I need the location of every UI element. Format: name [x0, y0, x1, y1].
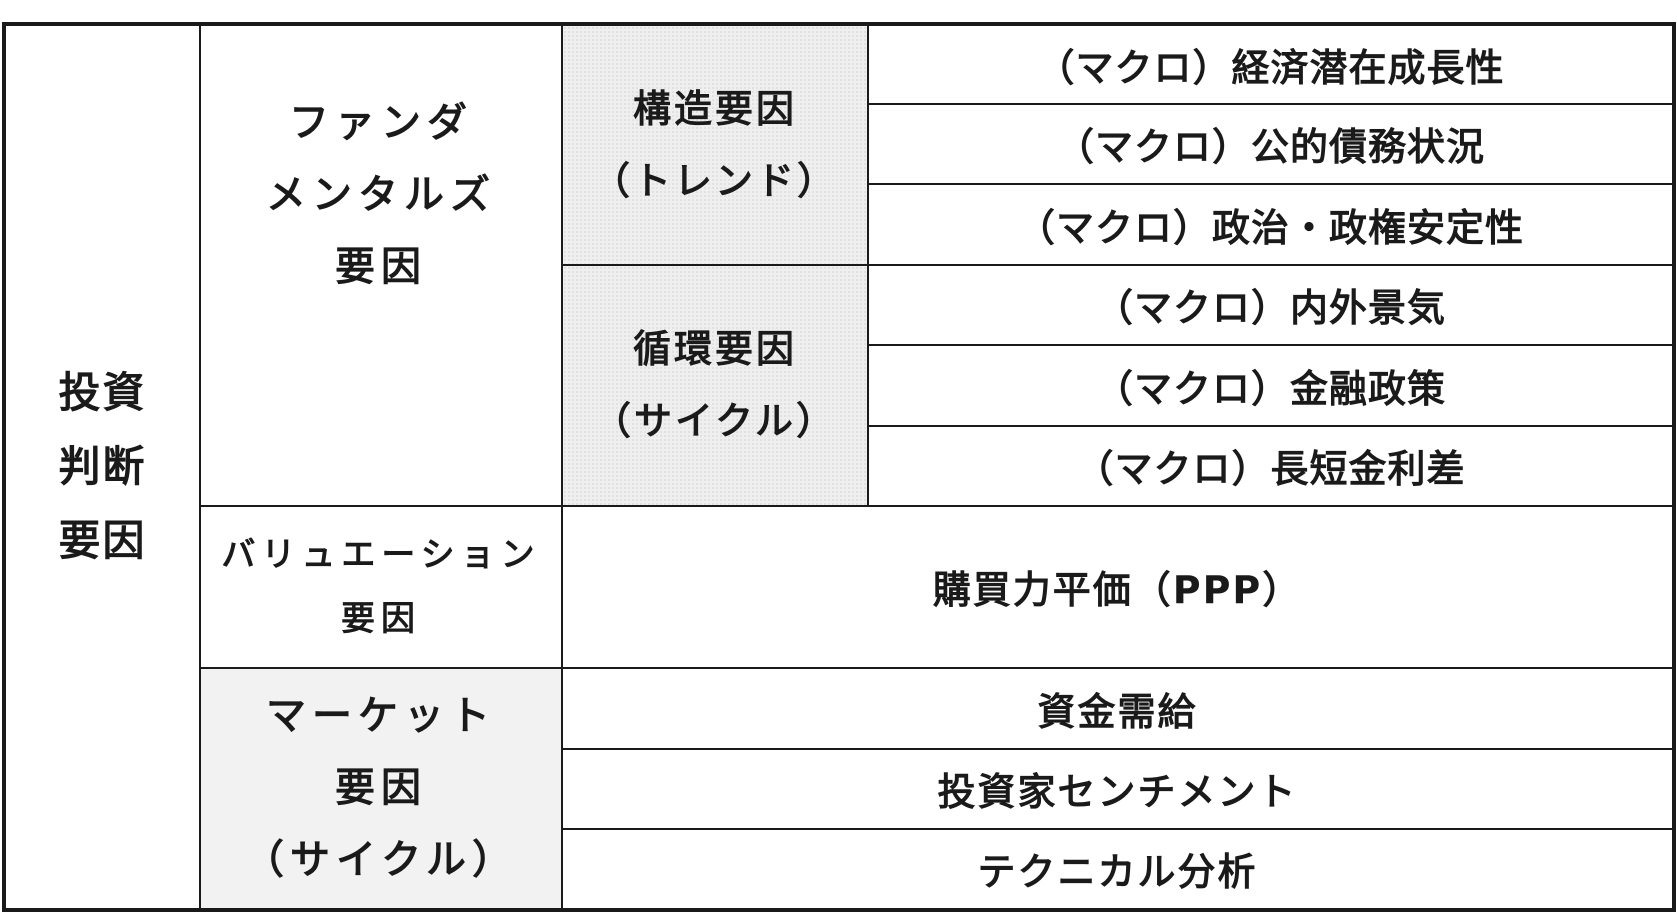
investment-factor-table: 投資 判断 要因 ファンダ メンタルズ 要因 構造要因 （トレンド） （マクロ）…	[2, 22, 1676, 912]
valuation-item: 購買力平価（PPP）	[561, 504, 1675, 669]
structural-item: （マクロ）経済潜在成長性	[867, 23, 1675, 105]
market-item: 資金需給	[561, 666, 1675, 750]
structural-item: （マクロ）公的債務状況	[867, 102, 1675, 185]
valuation-category-cell: バリュエーション 要因	[199, 504, 563, 669]
root-label-line-3: 要因	[58, 516, 147, 565]
market-label-line-3: （サイクル）	[244, 837, 518, 884]
structural-item: （マクロ）政治・政権安定性	[867, 182, 1675, 266]
structural-label-line-2: （トレンド）	[591, 158, 838, 203]
cyclical-item: （マクロ）長短金利差	[867, 424, 1675, 507]
root-category-cell: 投資 判断 要因	[3, 23, 201, 911]
cyclical-label-line-2: （サイクル）	[592, 399, 838, 444]
cyclical-label-line-1: 循環要因	[632, 327, 797, 372]
structural-label-line-1: 構造要因	[632, 86, 797, 131]
valuation-label-line-2: 要因	[341, 598, 421, 639]
fundamentals-label-line-3: 要因	[335, 244, 427, 291]
cyclical-item: （マクロ）内外景気	[867, 263, 1675, 346]
valuation-label-line-1: バリュエーション	[221, 534, 541, 575]
fundamentals-category-cell: ファンダ メンタルズ 要因	[199, 23, 563, 507]
structural-factor-cell: 構造要因 （トレンド）	[561, 23, 869, 266]
market-category-cell: マーケット 要因 （サイクル）	[199, 666, 563, 912]
market-label-line-1: マーケット	[266, 693, 496, 740]
market-item: 投資家センチメント	[561, 747, 1675, 830]
market-label-line-2: 要因	[335, 765, 427, 812]
root-label-line-1: 投資	[58, 368, 147, 417]
fundamentals-label-line-2: メンタルズ	[266, 172, 496, 219]
cyclical-factor-cell: 循環要因 （サイクル）	[561, 263, 869, 507]
market-item: テクニカル分析	[561, 827, 1675, 912]
cyclical-item: （マクロ）金融政策	[867, 343, 1675, 427]
root-label-line-2: 判断	[58, 442, 147, 491]
fundamentals-label-line-1: ファンダ	[289, 100, 473, 147]
